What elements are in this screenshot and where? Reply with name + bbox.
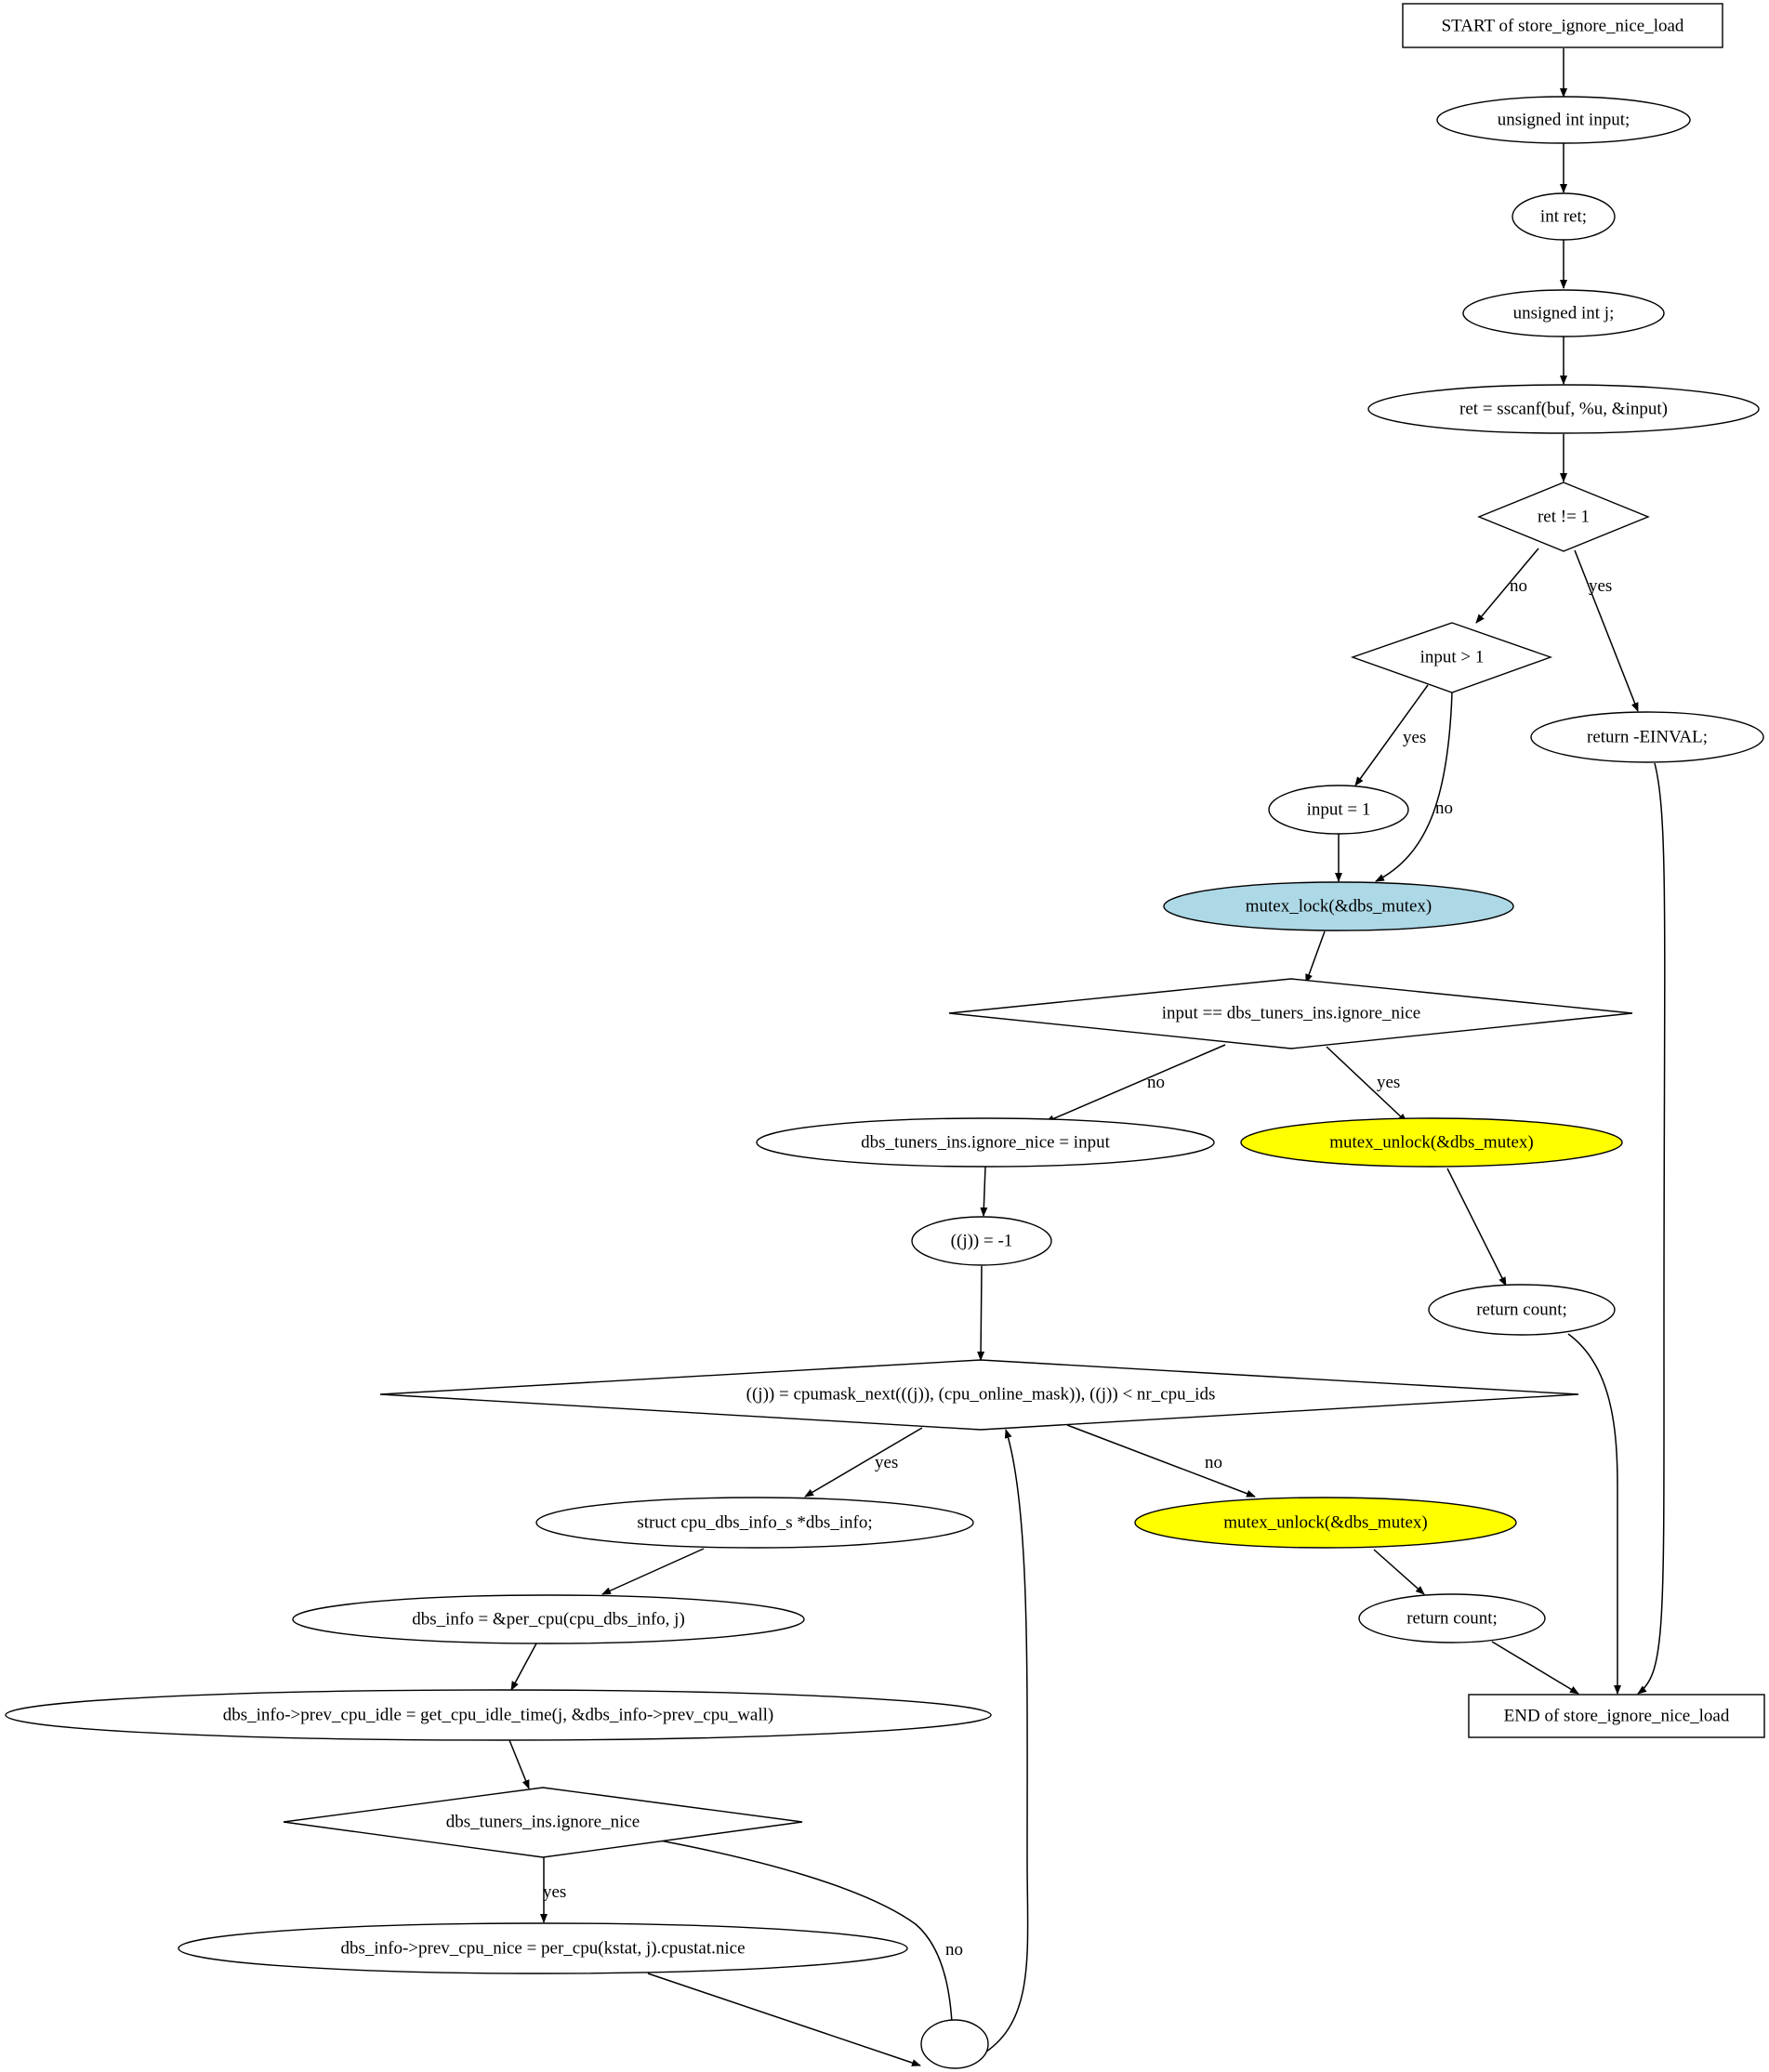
decl-input-node-label: unsigned int input; xyxy=(1498,111,1630,130)
cond-ret-node: ret != 1 xyxy=(1477,482,1650,552)
cond-input-gt-node: input > 1 xyxy=(1350,622,1553,693)
edge-label-loop-yes: yes xyxy=(875,1453,898,1472)
mutex-unlock-1-node-label: mutex_unlock(&dbs_mutex) xyxy=(1329,1133,1534,1153)
edge-decl-dbs-to-assign xyxy=(601,1548,705,1595)
edge-cond-ignore-no xyxy=(1045,1044,1226,1123)
nodes: START of store_ignore_nice_load unsigned… xyxy=(5,3,1765,2069)
edge-label-gt-no: no xyxy=(1435,798,1453,818)
mutex-unlock-2-node: mutex_unlock(&dbs_mutex) xyxy=(1134,1497,1517,1549)
start-node: START of store_ignore_nice_load xyxy=(1402,3,1723,48)
loop-join-node xyxy=(920,2019,989,2069)
edge-j-init-to-loop xyxy=(977,1265,985,1361)
edge-unlock-1-to-return-1 xyxy=(1446,1168,1507,1287)
mutex-unlock-1-node: mutex_unlock(&dbs_mutex) xyxy=(1240,1117,1623,1168)
edge-cond-gt-no xyxy=(1375,692,1453,882)
input-eq-1-node: input = 1 xyxy=(1268,785,1409,835)
j-init-node-label: ((j)) = -1 xyxy=(951,1232,1013,1251)
sscanf-node-label: ret = sscanf(buf, %u, &input) xyxy=(1459,400,1668,419)
cond-input-gt-node-label: input > 1 xyxy=(1420,648,1485,667)
decl-ret-node-label: int ret; xyxy=(1540,207,1587,227)
edge-cond-tuner-no xyxy=(659,1840,957,2053)
prev-cpu-nice-node-label: dbs_info->prev_cpu_nice = per_cpu(kstat,… xyxy=(340,1939,745,1959)
return-count-1-node-label: return count; xyxy=(1476,1300,1567,1320)
edge-label-ignore-yes: yes xyxy=(1377,1073,1400,1092)
edge-cond-ignore-yes xyxy=(1326,1046,1407,1123)
return-count-1-node: return count; xyxy=(1428,1284,1616,1336)
decl-j-node: unsigned int j; xyxy=(1462,289,1665,337)
decl-dbs-info-node: struct cpu_dbs_info_s *dbs_info; xyxy=(535,1497,974,1549)
cond-tuner-ignore-node-label: dbs_tuners_ins.ignore_nice xyxy=(446,1813,640,1832)
sscanf-node: ret = sscanf(buf, %u, &input) xyxy=(1367,384,1760,434)
ret-einval-node: return -EINVAL; xyxy=(1530,711,1764,763)
j-init-node: ((j)) = -1 xyxy=(911,1216,1052,1266)
edge-unlock-2-to-return-2 xyxy=(1373,1549,1425,1595)
edge-assign-to-prev-idle xyxy=(510,1643,537,1691)
edge-label-ignore-no: no xyxy=(1147,1073,1165,1092)
prev-cpu-idle-node-label: dbs_info->prev_cpu_idle = get_cpu_idle_t… xyxy=(223,1706,774,1725)
dbs-info-assign-node: dbs_info = &per_cpu(cpu_dbs_info, j) xyxy=(292,1594,805,1644)
edge-join-to-loop xyxy=(980,1429,1029,2056)
edge-cond-ret-no xyxy=(1475,548,1539,624)
edge-labels: no yes yes no no yes yes no yes no xyxy=(543,576,1612,1960)
start-node-label: START of store_ignore_nice_load xyxy=(1442,17,1684,36)
edge-prev-idle-to-cond-tuner xyxy=(508,1739,530,1789)
edge-einval-to-end xyxy=(1637,762,1666,1695)
input-eq-1-node-label: input = 1 xyxy=(1307,800,1371,820)
ret-einval-node-label: return -EINVAL; xyxy=(1587,728,1708,747)
prev-cpu-nice-node: dbs_info->prev_cpu_nice = per_cpu(kstat,… xyxy=(178,1922,908,1974)
decl-dbs-info-node-label: struct cpu_dbs_info_s *dbs_info; xyxy=(637,1513,872,1533)
edges xyxy=(508,48,1666,2066)
edge-mutex-lock-to-cond-ignore xyxy=(1305,930,1326,983)
edge-prev-nice-to-join xyxy=(647,1973,921,2066)
loop-cond-node: ((j)) = cpumask_next(((j)), (cpu_online_… xyxy=(379,1359,1579,1431)
cond-tuner-ignore-node: dbs_tuners_ins.ignore_nice xyxy=(283,1787,803,1858)
edge-return-2-to-end xyxy=(1491,1641,1579,1695)
edge-cond-gt-yes xyxy=(1354,684,1429,786)
mutex-lock-node: mutex_lock(&dbs_mutex) xyxy=(1163,881,1514,931)
cond-ret-node-label: ret != 1 xyxy=(1538,508,1590,527)
edge-assign-ignore-to-j-init xyxy=(980,1166,988,1217)
dbs-info-assign-node-label: dbs_info = &per_cpu(cpu_dbs_info, j) xyxy=(412,1610,685,1630)
edge-return-1-to-end xyxy=(1567,1333,1621,1695)
edge-label-tuner-yes: yes xyxy=(543,1882,566,1902)
assign-ignore-nice-node-label: dbs_tuners_ins.ignore_nice = input xyxy=(861,1133,1110,1153)
mutex-lock-node-label: mutex_lock(&dbs_mutex) xyxy=(1246,897,1432,917)
return-count-2-node-label: return count; xyxy=(1406,1609,1498,1629)
return-count-2-node: return count; xyxy=(1358,1593,1546,1643)
cond-ignore-nice-node: input == dbs_tuners_ins.ignore_nice xyxy=(948,978,1633,1049)
decl-j-node-label: unsigned int j; xyxy=(1513,304,1615,323)
end-node-label: END of store_ignore_nice_load xyxy=(1504,1707,1730,1726)
mutex-unlock-2-node-label: mutex_unlock(&dbs_mutex) xyxy=(1223,1513,1428,1533)
edge-label-tuner-no: no xyxy=(945,1940,963,1960)
edge-label-ret-yes: yes xyxy=(1589,576,1612,596)
end-node: END of store_ignore_nice_load xyxy=(1468,1694,1765,1738)
edge-loop-no xyxy=(1066,1424,1256,1498)
edge-cond-ret-yes xyxy=(1574,549,1639,712)
decl-input-node: unsigned int input; xyxy=(1436,96,1691,144)
decl-ret-node: int ret; xyxy=(1512,192,1616,241)
edge-label-ret-no: no xyxy=(1510,576,1527,596)
assign-ignore-nice-node: dbs_tuners_ins.ignore_nice = input xyxy=(756,1117,1215,1168)
prev-cpu-idle-node: dbs_info->prev_cpu_idle = get_cpu_idle_t… xyxy=(5,1689,992,1741)
edge-label-loop-no: no xyxy=(1205,1453,1222,1472)
edge-label-gt-yes: yes xyxy=(1403,728,1426,747)
loop-cond-node-label: ((j)) = cpumask_next(((j)), (cpu_online_… xyxy=(746,1385,1216,1405)
edge-loop-yes xyxy=(804,1427,923,1498)
cond-ignore-nice-node-label: input == dbs_tuners_ins.ignore_nice xyxy=(1162,1004,1420,1023)
